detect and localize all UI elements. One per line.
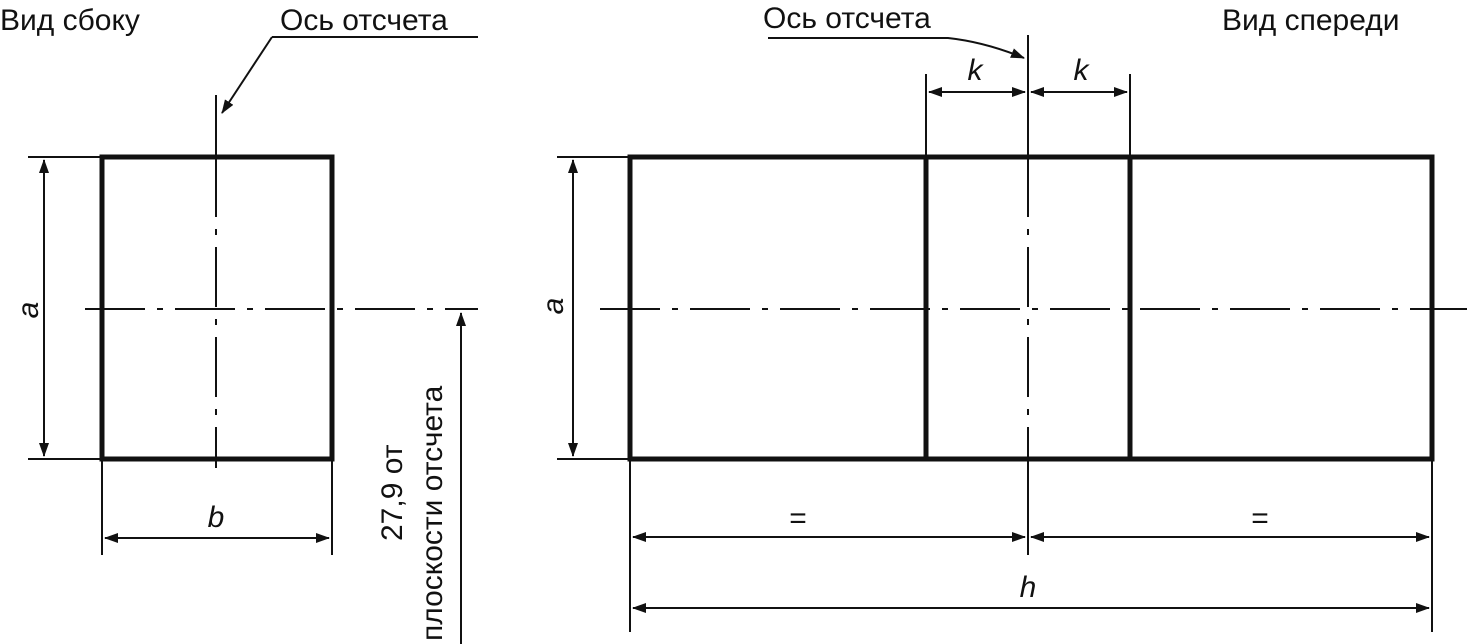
front-reference-axis-label: Ось отсчета bbox=[763, 2, 931, 35]
offset-text-line2: плоскости отсчета bbox=[416, 385, 449, 641]
front-axis-leader-arrow bbox=[768, 37, 1025, 59]
side-reference-axis-label: Ось отсчета bbox=[280, 4, 448, 37]
side-dim-b-label: b bbox=[208, 501, 225, 534]
front-dim-h-label: h bbox=[1020, 571, 1037, 604]
offset-text-line1: 27,9 от bbox=[376, 444, 409, 541]
front-view: Вид спереди Ось отсчета k k a = = bbox=[537, 2, 1467, 632]
front-equal-right-mark: = bbox=[1251, 502, 1269, 535]
front-view-outline bbox=[627, 154, 1435, 462]
side-axis-leader-arrow bbox=[221, 36, 273, 114]
front-dim-a-label: a bbox=[537, 298, 570, 315]
front-equal-left-mark: = bbox=[789, 502, 807, 535]
front-view-title: Вид спереди bbox=[1222, 4, 1400, 37]
side-dim-a-label: a bbox=[12, 302, 45, 319]
side-view-title: Вид сбоку bbox=[0, 4, 140, 37]
front-dim-k-right-label: k bbox=[1074, 54, 1091, 87]
front-dim-k-left-label: k bbox=[968, 54, 985, 87]
side-view: Вид сбоку Ось отсчета a b 27,9 от плоско… bbox=[0, 4, 478, 644]
